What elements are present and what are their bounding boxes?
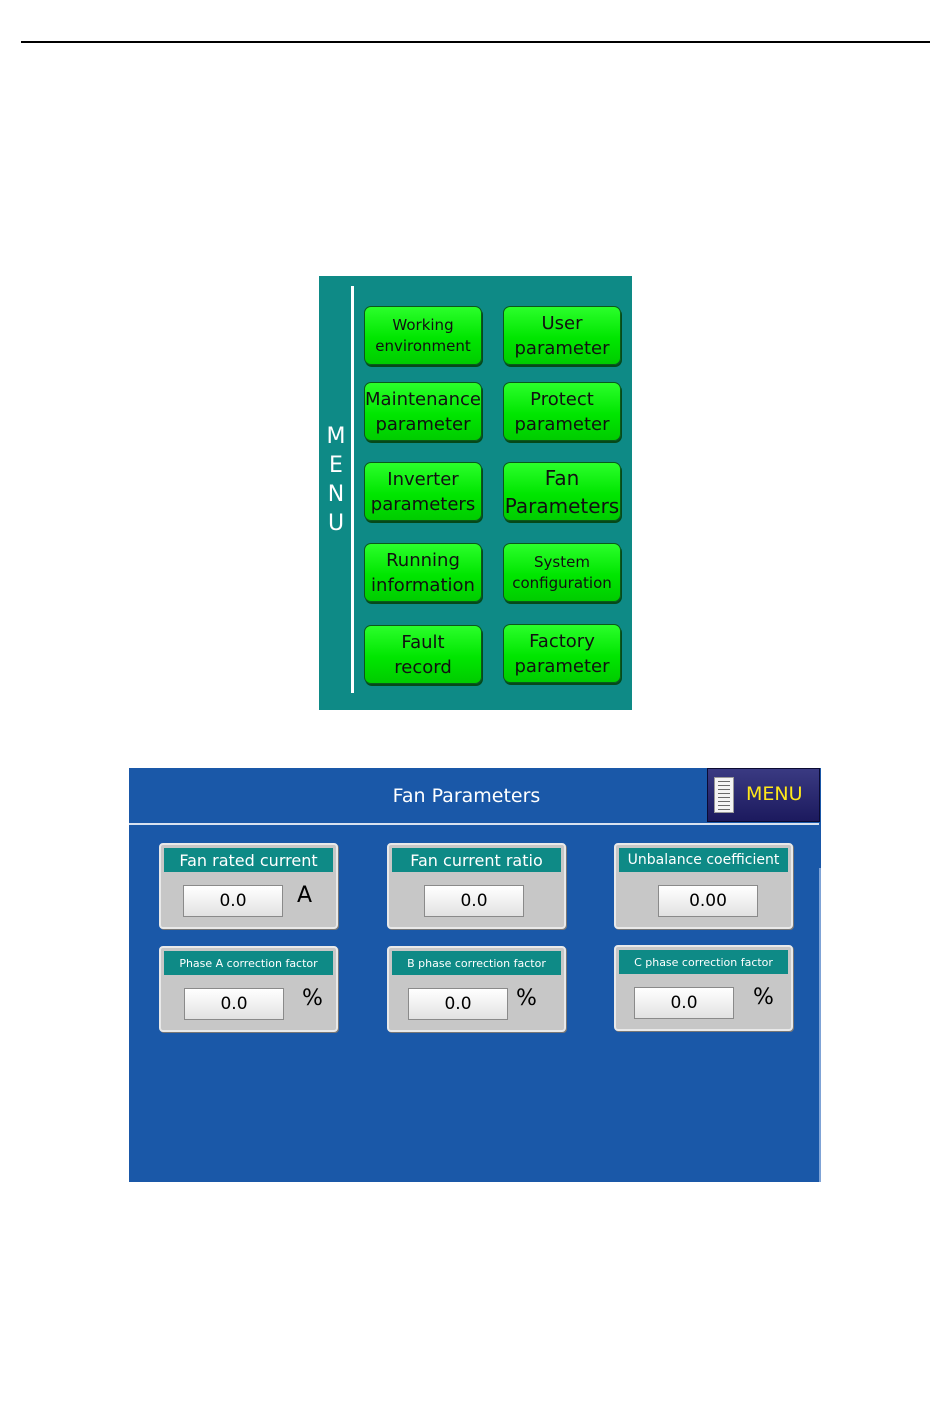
fan-rated-current-unit: A xyxy=(297,883,313,908)
protect-parameter-label: Protect parameter xyxy=(514,388,610,435)
phase-a-correction-unit: % xyxy=(302,986,323,1011)
system-configuration-label: System configuration xyxy=(512,552,612,592)
running-information-label: Running information xyxy=(371,549,475,596)
menu-letter: E xyxy=(329,453,343,478)
unbalance-coefficient-card: Unbalance coefficient 0.00 xyxy=(614,843,793,929)
fan-parameters-label: Fan Parameters xyxy=(504,465,620,518)
fan-rated-current-title: Fan rated current xyxy=(164,848,333,872)
phase-b-correction-card: B phase correction factor 0.0 % xyxy=(387,946,566,1032)
phase-c-correction-title: C phase correction factor xyxy=(619,950,788,974)
protect-parameter-button[interactable]: Protect parameter xyxy=(503,382,621,441)
menu-vertical-label: M E N U xyxy=(325,422,347,538)
header-divider xyxy=(129,823,819,825)
phase-c-correction-unit: % xyxy=(753,985,774,1010)
user-parameter-button[interactable]: User parameter xyxy=(503,306,621,365)
phase-b-correction-title: B phase correction factor xyxy=(392,951,561,975)
factory-parameter-label: Factory parameter xyxy=(514,630,610,677)
fan-current-ratio-title: Fan current ratio xyxy=(392,848,561,872)
fault-record-label: Fault record xyxy=(394,631,452,678)
menu-letter: U xyxy=(327,511,345,536)
inverter-parameters-label: Inverter parameters xyxy=(370,468,476,515)
phase-a-correction-card: Phase A correction factor 0.0 % xyxy=(159,946,338,1032)
running-information-button[interactable]: Running information xyxy=(364,543,482,602)
menu-letter: M xyxy=(326,424,346,449)
unbalance-coefficient-input[interactable]: 0.00 xyxy=(658,885,758,917)
fan-parameters-screen: Fan Parameters MENU Fan rated current 0.… xyxy=(129,768,821,1182)
menu-divider xyxy=(351,286,354,693)
screen-title: Fan Parameters xyxy=(392,785,541,807)
maintenance-parameter-button[interactable]: Maintenance parameter xyxy=(364,382,482,441)
phase-b-correction-input[interactable]: 0.0 xyxy=(408,988,508,1020)
phase-a-correction-title: Phase A correction factor xyxy=(164,951,333,975)
unbalance-coefficient-title: Unbalance coefficient xyxy=(619,848,788,872)
phase-b-correction-unit: % xyxy=(516,986,537,1011)
fan-current-ratio-input[interactable]: 0.0 xyxy=(424,885,524,917)
page-top-rule xyxy=(21,41,930,43)
menu-letter: N xyxy=(327,482,345,507)
fan-current-ratio-card: Fan current ratio 0.0 xyxy=(387,843,566,929)
factory-parameter-button[interactable]: Factory parameter xyxy=(503,624,621,683)
menu-button-label: MENU xyxy=(746,783,803,805)
fault-record-button[interactable]: Fault record xyxy=(364,625,482,684)
fan-rated-current-card: Fan rated current 0.0 A xyxy=(159,843,338,929)
phase-a-correction-input[interactable]: 0.0 xyxy=(184,988,284,1020)
menu-button[interactable]: MENU xyxy=(707,768,820,822)
main-menu-panel: M E N U Working environment User paramet… xyxy=(319,276,632,710)
maintenance-parameter-label: Maintenance parameter xyxy=(365,388,481,435)
document-list-icon xyxy=(714,777,734,813)
fan-parameters-button[interactable]: Fan Parameters xyxy=(503,462,621,521)
system-configuration-button[interactable]: System configuration xyxy=(503,543,621,602)
user-parameter-label: User parameter xyxy=(514,312,610,359)
working-environment-button[interactable]: Working environment xyxy=(364,306,482,365)
phase-c-correction-card: C phase correction factor 0.0 % xyxy=(614,945,793,1031)
fan-rated-current-input[interactable]: 0.0 xyxy=(183,885,283,917)
inverter-parameters-button[interactable]: Inverter parameters xyxy=(364,462,482,521)
working-environment-label: Working environment xyxy=(375,315,471,355)
phase-c-correction-input[interactable]: 0.0 xyxy=(634,987,734,1019)
screen-edge-line xyxy=(819,868,821,1182)
